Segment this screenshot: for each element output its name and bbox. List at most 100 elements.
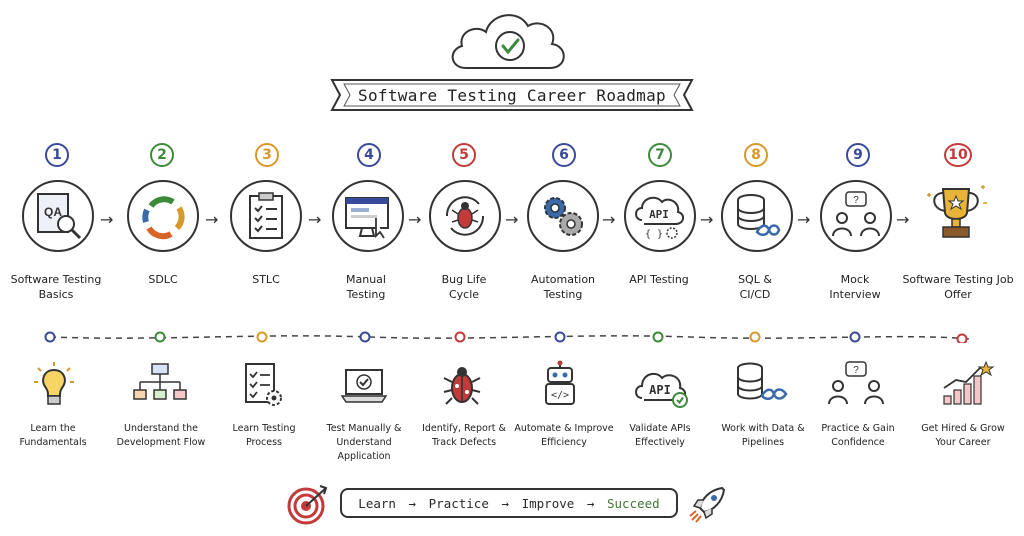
timeline-dashed-line <box>44 331 971 343</box>
benefit-label-10: Get Hired & Grow Your Career <box>921 423 1005 448</box>
step-circle-3 <box>230 180 302 252</box>
flow-arrow: → <box>586 495 595 511</box>
flow-box: Learn → Practice → Improve → Succeed <box>340 488 678 518</box>
step-label-10: Software Testing Job Offer <box>902 273 1014 301</box>
interview-icon: ? <box>832 191 880 237</box>
step-circle-1: QA <box>22 180 94 252</box>
step-arrow: → <box>505 210 519 229</box>
step-number-10: 10 <box>944 143 972 167</box>
timeline-node <box>956 333 968 343</box>
step-label-7: API Testing <box>629 273 689 286</box>
timeline-node <box>154 331 166 343</box>
step-number-7: 7 <box>648 143 672 167</box>
step-arrow: → <box>896 210 910 229</box>
lightbulb-icon <box>34 362 74 405</box>
step-number-1: 1 <box>45 143 69 167</box>
step-label-5: Bug Life Cycle <box>441 273 487 301</box>
timeline-node <box>44 331 56 343</box>
svg-text:{ }: { } <box>645 229 663 240</box>
bug-cycle-icon <box>445 196 485 236</box>
step-arrow: → <box>100 210 114 229</box>
svg-text:API: API <box>649 383 671 397</box>
svg-text:?: ? <box>853 365 859 376</box>
benefit-label-3: Learn Testing Process <box>232 423 296 448</box>
step-arrow: → <box>408 210 422 229</box>
step-arrow: → <box>205 210 219 229</box>
database-pipeline-icon <box>737 362 788 400</box>
step-label-4: Manual Testing <box>346 273 386 301</box>
step-number-4: 4 <box>357 143 381 167</box>
step-circle-10 <box>920 180 992 252</box>
step-number-9: 9 <box>846 143 870 167</box>
robot-code-icon: </> <box>545 360 575 405</box>
benefit-label-2: Understand the Development Flow <box>116 423 206 448</box>
timeline-node <box>652 331 664 343</box>
flow-practice: Practice <box>428 495 489 511</box>
cloud-check-icon <box>451 14 565 69</box>
benefit-label-6: Automate & Improve Efficiency <box>514 423 614 448</box>
step-circle-5 <box>429 180 501 252</box>
flow-learn: Learn <box>358 495 396 511</box>
step-label-8: SQL & CI/CD <box>738 273 772 301</box>
laptop-check-icon <box>340 369 388 403</box>
flow-arrow: → <box>501 495 509 511</box>
monitor-cursor-icon <box>345 197 389 239</box>
step-arrow: → <box>797 210 811 229</box>
api-cloud-icon: API { } <box>635 196 684 240</box>
step-circle-4 <box>332 180 404 252</box>
trophy-icon <box>927 185 987 238</box>
timeline-node <box>454 331 466 343</box>
clipboard-checklist-icon <box>249 192 283 239</box>
step-arrow: → <box>700 210 714 229</box>
step-circle-7: API { } <box>624 180 696 252</box>
benefit-label-5: Identify, Report & Track Defects <box>422 423 506 448</box>
step-number-5: 5 <box>452 143 476 167</box>
timeline-node <box>849 331 861 343</box>
checklist-gear-icon <box>245 363 282 406</box>
step-arrow: → <box>308 210 322 229</box>
svg-text:API: API <box>649 208 669 221</box>
svg-text:?: ? <box>853 195 859 206</box>
gears-icon <box>544 197 583 236</box>
flow-arrow: → <box>408 495 417 511</box>
svg-text:QA: QA <box>44 205 62 219</box>
step-arrow: → <box>602 210 616 229</box>
growth-chart-icon <box>943 360 995 405</box>
step-label-3: STLC <box>252 273 280 286</box>
benefit-label-1: Learn the Fundamentals <box>19 423 87 448</box>
target-icon <box>287 485 328 525</box>
step-label-6: Automation Testing <box>530 273 596 301</box>
step-number-3: 3 <box>255 143 279 167</box>
flow-improve: Improve <box>521 495 575 511</box>
step-label-2: SDLC <box>148 273 178 286</box>
qa-magnifier-icon: QA <box>37 193 82 240</box>
title-banner <box>330 79 694 111</box>
benefit-label-7: Validate APIs Effectively <box>629 423 691 448</box>
page-title: Software Testing Career Roadmap <box>358 85 666 105</box>
step-circle-2 <box>127 180 199 252</box>
step-circle-6 <box>527 180 599 252</box>
benefit-label-9: Practice & Gain Confidence <box>821 423 895 448</box>
org-chart-icon <box>133 363 187 400</box>
bug-icon <box>443 367 481 405</box>
step-circle-8 <box>721 180 793 252</box>
benefit-label-8: Work with Data & Pipelines <box>721 423 805 448</box>
step-circle-9: ? <box>820 180 892 252</box>
timeline-node <box>359 331 371 343</box>
step-label-9: Mock Interview <box>829 273 881 301</box>
timeline-node <box>554 331 566 343</box>
flow-succeed: Succeed <box>607 495 660 511</box>
benefit-label-4: Test Manually & Understand Application <box>326 423 402 462</box>
rocket-icon <box>689 486 726 523</box>
svg-text:</>: </> <box>551 390 569 401</box>
step-number-2: 2 <box>150 143 174 167</box>
discussion-icon: ? <box>828 361 884 405</box>
step-label-1: Software Testing Basics <box>10 273 102 301</box>
timeline-node <box>749 331 761 343</box>
step-number-8: 8 <box>744 143 768 167</box>
api-check-icon: API <box>635 372 688 408</box>
database-infinity-icon <box>737 194 781 236</box>
timeline-node <box>256 331 268 343</box>
step-number-6: 6 <box>552 143 576 167</box>
cycle-arrows-icon <box>142 196 185 240</box>
